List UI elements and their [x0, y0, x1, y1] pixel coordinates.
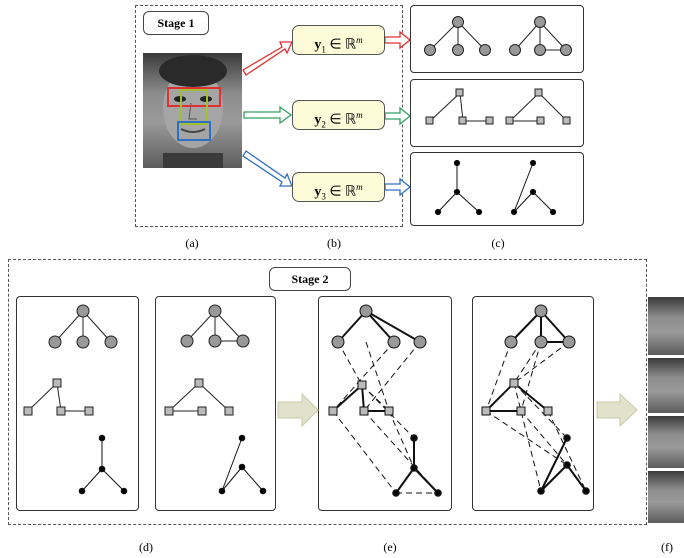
- feature-vector-2: y2 ∈ ℝm: [292, 100, 385, 130]
- graphs-panel-1: [16, 296, 139, 511]
- face-thumb-4: [648, 471, 684, 523]
- square-graph-b: [505, 88, 571, 125]
- face-photo: [143, 53, 242, 168]
- caption-b: (b): [327, 236, 341, 250]
- face-thumb-2: [648, 358, 684, 413]
- p3-circle-graph: [331, 304, 427, 349]
- green-arrow: [243, 105, 293, 125]
- p1-dot-graph: [78, 434, 128, 495]
- p3-square-graph: [328, 380, 394, 416]
- red-small-arrow: [384, 30, 412, 50]
- feature-3-sub: 3: [321, 191, 326, 202]
- p1-circle-graph: [48, 304, 118, 349]
- p4-circle-graph: [504, 304, 576, 349]
- feature-1-sub: 1: [321, 44, 326, 55]
- stage2-frame: [8, 259, 647, 525]
- arrow-to-matching: [277, 392, 319, 428]
- green-small-arrow: [384, 106, 412, 126]
- caption-a: (a): [185, 236, 199, 250]
- feature-1-sup: m: [356, 35, 363, 45]
- p4-dot-graph: [537, 434, 590, 495]
- caption-c: (c): [491, 236, 505, 250]
- stage2-label: Stage 2: [269, 267, 351, 291]
- feature-2-sub: 2: [321, 119, 326, 130]
- blue-small-arrow: [384, 177, 412, 197]
- feature-vector-1: y1 ∈ ℝm: [292, 25, 385, 55]
- square-graph-a: [425, 88, 494, 125]
- p1-square-graph: [23, 378, 94, 416]
- feature-3-sup: m: [356, 182, 363, 192]
- stage1-label: Stage 1: [143, 11, 209, 35]
- p2-dot-graph: [218, 434, 267, 495]
- mouth-region-box: [177, 121, 211, 141]
- p4-matching-dashes: [485, 341, 587, 492]
- graph-panel-circles: [410, 5, 584, 73]
- p4-square-graph: [481, 378, 553, 416]
- dot-graph-b: [510, 159, 557, 216]
- circle-graph-b: [509, 16, 572, 56]
- feature-vector-3: y3 ∈ ℝm: [292, 172, 385, 202]
- red-arrow: [242, 41, 294, 76]
- caption-d: (d): [139, 540, 153, 554]
- nose-region-box: [180, 89, 208, 125]
- blue-arrow: [242, 150, 293, 187]
- feature-1-vec: y: [314, 37, 322, 53]
- eyes-region-box: [167, 87, 221, 107]
- p3-dot-graph: [392, 434, 442, 497]
- caption-e: (e): [383, 540, 397, 554]
- circle-graph-a: [424, 16, 491, 56]
- p2-square-graph: [164, 378, 234, 416]
- face-thumb-3: [648, 416, 684, 468]
- p2-circle-graph: [180, 304, 250, 348]
- arrow-to-faces: [596, 392, 638, 428]
- feature-3-vec: y: [314, 184, 322, 200]
- caption-f: (f): [661, 540, 673, 554]
- feature-3-rel: ∈ ℝ: [325, 184, 357, 200]
- p3-matching-dashes: [332, 341, 439, 494]
- feature-2-sup: m: [356, 110, 363, 120]
- dot-graph-a: [434, 159, 483, 216]
- feature-1-rel: ∈ ℝ: [325, 37, 357, 53]
- feature-2-rel: ∈ ℝ: [325, 112, 357, 128]
- feature-2-vec: y: [314, 112, 322, 128]
- face-thumb-1: [648, 297, 684, 355]
